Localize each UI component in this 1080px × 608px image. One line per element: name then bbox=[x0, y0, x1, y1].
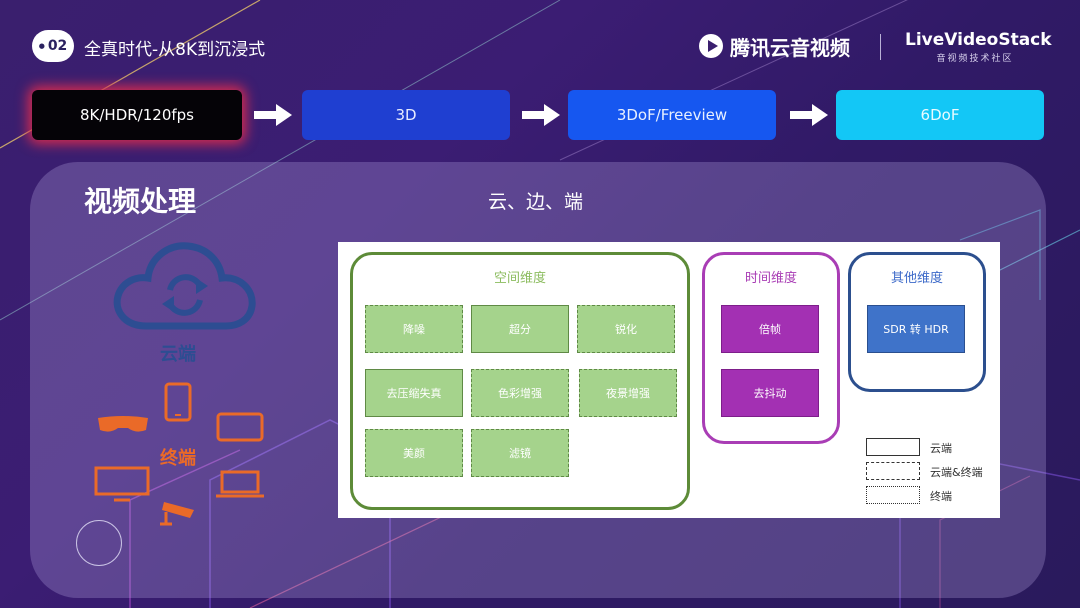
cell-super-resolution: 超分 bbox=[471, 305, 569, 353]
flow-step-4: 6DoF bbox=[836, 90, 1044, 140]
laptop-icon bbox=[216, 470, 264, 498]
tablet-icon bbox=[216, 412, 264, 442]
processing-diagram: 空间维度 降噪 超分 锐化 去压缩失真 色彩增强 夜景增强 美颜 滤镜 时间维度… bbox=[338, 242, 1000, 518]
section-number: 02 bbox=[47, 38, 68, 54]
other-dimension-title: 其他维度 bbox=[890, 271, 943, 286]
space-dimension-title: 空间维度 bbox=[493, 271, 546, 286]
time-dimension-group: 时间维度 倍帧 去抖动 bbox=[702, 252, 840, 444]
page-title: 全真时代-从8K到沉浸式 bbox=[84, 40, 266, 60]
other-dimension-group: 其他维度 SDR 转 HDR bbox=[848, 252, 986, 392]
lvs-name: LiveVideoStack bbox=[905, 30, 1052, 50]
time-dimension-title: 时间维度 bbox=[744, 271, 797, 286]
lvs-subtitle: 音视频技术社区 bbox=[936, 54, 1014, 64]
cell-deartifact: 去压缩失真 bbox=[365, 369, 463, 417]
cell-beauty: 美颜 bbox=[365, 429, 463, 477]
cell-sdr-to-hdr: SDR 转 HDR bbox=[867, 305, 965, 353]
arrow-right-icon bbox=[254, 104, 292, 126]
arrow-right-icon bbox=[790, 104, 828, 126]
cell-night-enhance: 夜景增强 bbox=[579, 369, 677, 417]
flow-step-2: 3D bbox=[302, 90, 510, 140]
flow-step-1: 8K/HDR/120fps bbox=[32, 90, 242, 140]
panel-subtitle: 云、边、端 bbox=[488, 191, 584, 213]
section-badge: ● 02 bbox=[32, 30, 74, 62]
cell-denoise: 降噪 bbox=[365, 305, 463, 353]
legend-dashed-swatch bbox=[866, 462, 920, 480]
cell-frame-interpolation: 倍帧 bbox=[721, 305, 819, 353]
panel-title: 视频处理 bbox=[84, 185, 197, 218]
cloud-label: 云端 bbox=[160, 344, 196, 365]
vr-headset-icon bbox=[98, 416, 148, 432]
legend-terminal: 终端 bbox=[930, 490, 952, 503]
cell-filter: 滤镜 bbox=[471, 429, 569, 477]
space-dimension-group: 空间维度 降噪 超分 锐化 去压缩失真 色彩增强 夜景增强 美颜 滤镜 bbox=[350, 252, 690, 510]
monitor-icon bbox=[94, 466, 150, 502]
legend-dotted-swatch bbox=[866, 486, 920, 504]
phone-icon bbox=[164, 382, 192, 422]
header-divider bbox=[880, 34, 881, 60]
legend-solid-swatch bbox=[866, 438, 920, 456]
tencent-play-logo-icon bbox=[699, 34, 723, 58]
tencent-cloud-brand: 腾讯云音视频 bbox=[698, 30, 850, 62]
cell-color-enhance: 色彩增强 bbox=[471, 369, 569, 417]
livevideostack-logo: LiveVideoStack 音视频技术社区 bbox=[905, 30, 1052, 64]
legend-cloud: 云端 bbox=[930, 442, 952, 455]
terminal-label: 终端 bbox=[160, 448, 196, 469]
cell-stabilization: 去抖动 bbox=[721, 369, 819, 417]
arrow-right-icon bbox=[522, 104, 560, 126]
brand-name: 腾讯云音视频 bbox=[730, 35, 850, 60]
cell-sharpen: 锐化 bbox=[577, 305, 675, 353]
decorative-circle bbox=[76, 520, 122, 566]
legend-cloud-terminal: 云端&终端 bbox=[930, 466, 983, 479]
camera-icon bbox=[160, 502, 194, 526]
cloud-sync-icon bbox=[113, 242, 256, 330]
flow-step-3: 3DoF/Freeview bbox=[568, 90, 776, 140]
